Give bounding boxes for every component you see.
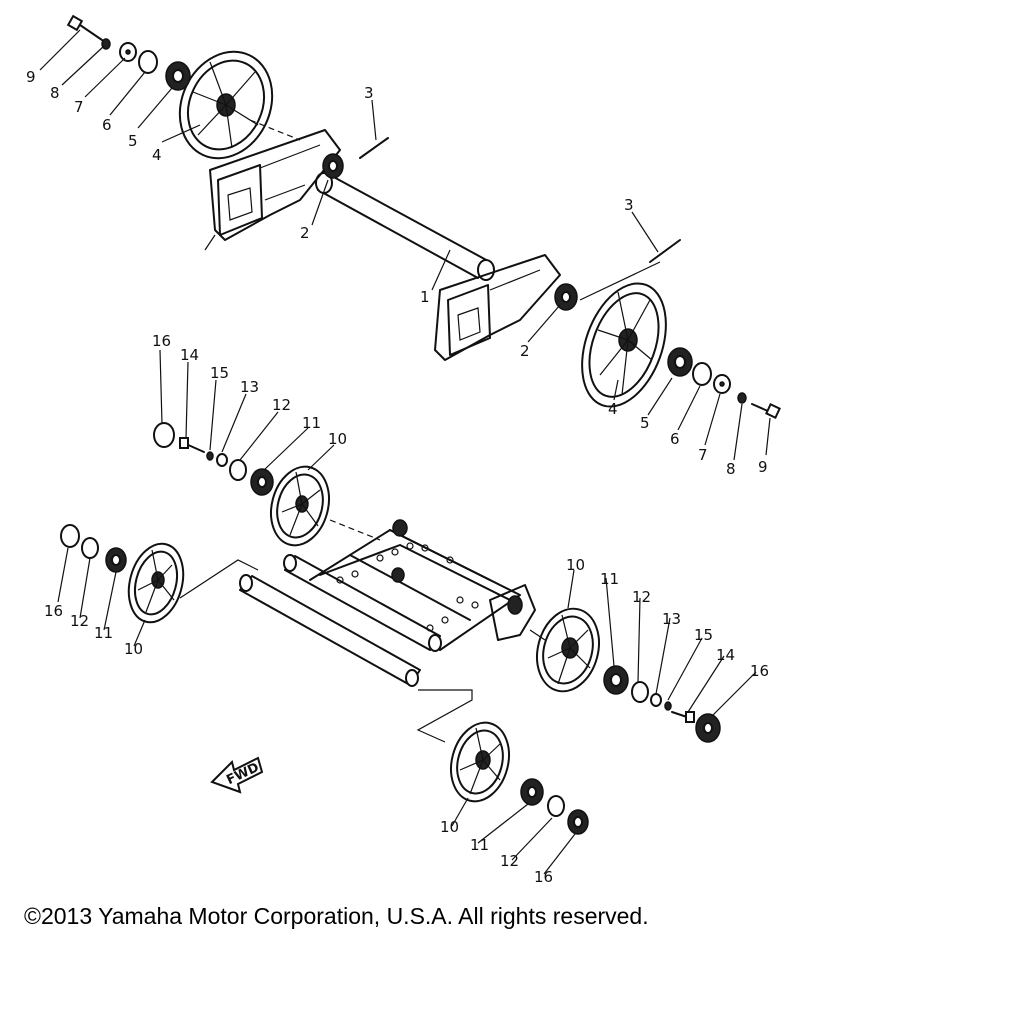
callout-9-upper: 9 (26, 68, 36, 86)
ring-part-6-upper (138, 50, 158, 74)
cap-part-16-right (695, 713, 721, 743)
right-arm-bracket (434, 254, 561, 361)
guide-line (529, 629, 546, 641)
callout-7-right: 7 (698, 446, 708, 464)
bushing-part-2-left (322, 153, 344, 179)
bearing-part-5-upper (165, 61, 191, 91)
callout-12-left: 12 (70, 612, 89, 630)
guide-line (579, 261, 661, 301)
cap-part-16-left (60, 524, 80, 548)
copyright-notice: ©2013 Yamaha Motor Corporation, U.S.A. A… (24, 903, 649, 929)
callout-12-right: 12 (632, 588, 651, 606)
callout-16-bottom: 16 (534, 868, 553, 886)
washer-part-7-right (713, 374, 731, 394)
wheel-part-10-right (536, 607, 600, 693)
bolt-part-14-upper (179, 437, 205, 453)
callout-11-upper: 11 (302, 414, 321, 432)
ring-part-12-bottom (547, 795, 565, 817)
callout-16-upper: 16 (152, 332, 171, 350)
washer-part-15-right (664, 701, 672, 711)
callout-7-upper: 7 (74, 98, 84, 116)
callout-13-right: 13 (662, 610, 681, 628)
cap-part-16-upper (153, 422, 175, 448)
bolt-part-9-right (751, 403, 781, 419)
callout-11-bottom: 11 (470, 836, 489, 854)
bolt-part-14-right (671, 711, 695, 723)
callout-14-right: 14 (716, 646, 735, 664)
callout-16-left: 16 (44, 602, 63, 620)
guide-line (329, 519, 381, 541)
ring-part-12-right (631, 681, 649, 703)
ring-part-12-left (81, 537, 99, 559)
left-arm-bracket (204, 129, 341, 251)
washer-part-8-right (737, 392, 747, 404)
axle-part-1 (315, 172, 495, 281)
callout-10-bottom: 10 (440, 818, 459, 836)
guide-line (249, 119, 301, 141)
callout-numbers: 9 8 7 6 5 4 3 2 3 1 2 4 5 6 7 8 9 16 14 … (26, 68, 769, 886)
callout-10-right: 10 (566, 556, 585, 574)
washer-part-13-upper (216, 453, 228, 467)
callout-15-upper: 15 (210, 364, 229, 382)
pin-part-3-left (359, 137, 389, 159)
bearing-part-5-right (667, 347, 693, 377)
fwd-arrow-icon: FWD (210, 756, 264, 794)
callout-11-left: 11 (94, 624, 113, 642)
callout-15-right: 15 (694, 626, 713, 644)
lower-frame (239, 519, 536, 687)
wheel-part-4-upper-left (178, 50, 274, 160)
callout-13-upper: 13 (240, 378, 259, 396)
guide-line (179, 559, 259, 599)
callout-2-left: 2 (300, 224, 310, 242)
guide-line (416, 689, 473, 743)
bearing-part-11-left (105, 547, 127, 573)
washer-part-7-upper (119, 42, 137, 62)
callout-12-upper: 12 (272, 396, 291, 414)
callout-12-bottom: 12 (500, 852, 519, 870)
wheel-part-10-bottom (450, 721, 510, 803)
callout-1: 1 (420, 288, 430, 306)
bushing-part-2-right (554, 283, 578, 311)
callout-5-right: 5 (640, 414, 650, 432)
callout-8-right: 8 (726, 460, 736, 478)
callout-9-right: 9 (758, 458, 768, 476)
bolt-part-9-upper (66, 14, 103, 41)
callout-8-upper: 8 (50, 84, 60, 102)
callout-2-right: 2 (520, 342, 530, 360)
leader-lines (39, 29, 771, 875)
pin-part-3-right (649, 239, 681, 263)
callout-6-upper: 6 (102, 116, 112, 134)
callout-16-right: 16 (750, 662, 769, 680)
callout-4-right: 4 (608, 400, 618, 418)
cap-part-16-bottom (567, 809, 589, 835)
ring-part-6-right (692, 362, 712, 386)
callout-14-upper: 14 (180, 346, 199, 364)
callout-10-upper: 10 (328, 430, 347, 448)
wheel-part-10-left (127, 542, 185, 624)
callout-3-right: 3 (624, 196, 634, 214)
bearing-part-11-upper (250, 468, 274, 496)
washer-part-15-upper (206, 451, 214, 461)
washer-part-13-right (650, 693, 662, 707)
callout-10-left: 10 (124, 640, 143, 658)
callout-11-right: 11 (600, 570, 619, 588)
callout-6-right: 6 (670, 430, 680, 448)
wheel-part-4-right (581, 282, 667, 408)
callout-4-upper: 4 (152, 146, 162, 164)
bearing-part-11-bottom (520, 778, 544, 806)
callout-3-left: 3 (364, 84, 374, 102)
wheel-part-10-upper (270, 465, 330, 547)
ring-part-12-upper (229, 459, 247, 481)
bearing-part-11-right (603, 665, 629, 695)
callout-5-upper: 5 (128, 132, 138, 150)
